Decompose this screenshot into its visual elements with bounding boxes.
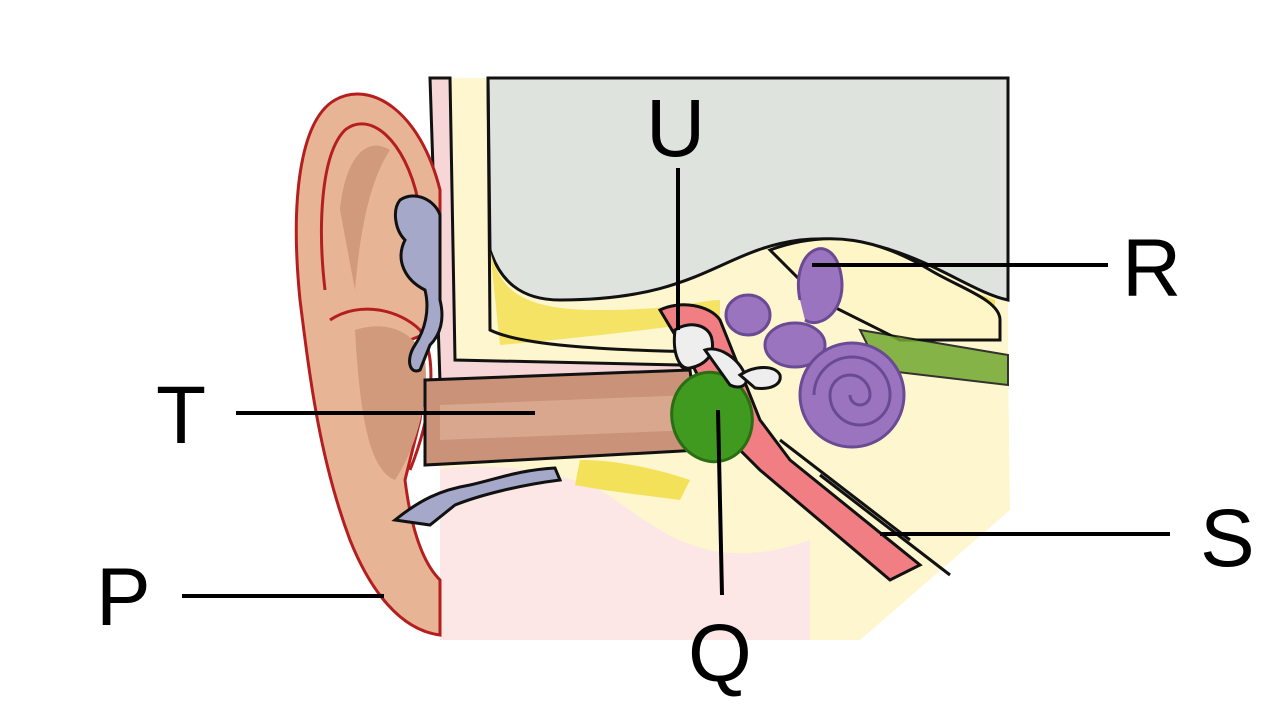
inner-ear xyxy=(724,247,906,449)
eardrum xyxy=(670,370,754,464)
malleus xyxy=(672,323,715,370)
stapes xyxy=(737,366,782,390)
concha-shade xyxy=(355,326,426,480)
label-P: P xyxy=(96,552,151,643)
temporal-bone-upper xyxy=(490,250,720,345)
label-S: S xyxy=(1200,493,1255,584)
brain-cavity xyxy=(486,76,1010,302)
cartilage-upper xyxy=(393,194,444,373)
ear-canal-lumen xyxy=(440,395,695,440)
label-U: U xyxy=(646,83,706,174)
cartilage-lower xyxy=(391,466,563,527)
canal-bone-line xyxy=(486,77,701,354)
temporal-bone-lower xyxy=(575,460,690,500)
mandible-line xyxy=(819,473,951,577)
helix-shade xyxy=(340,145,390,290)
label-line-Q xyxy=(716,409,724,596)
helix-inner-fold xyxy=(320,122,420,291)
label-T: T xyxy=(156,370,207,461)
eustachian-tube-outline xyxy=(779,438,911,542)
lower-tissue xyxy=(440,466,810,640)
label-R: R xyxy=(1122,223,1182,314)
label-Q: Q xyxy=(688,608,752,699)
